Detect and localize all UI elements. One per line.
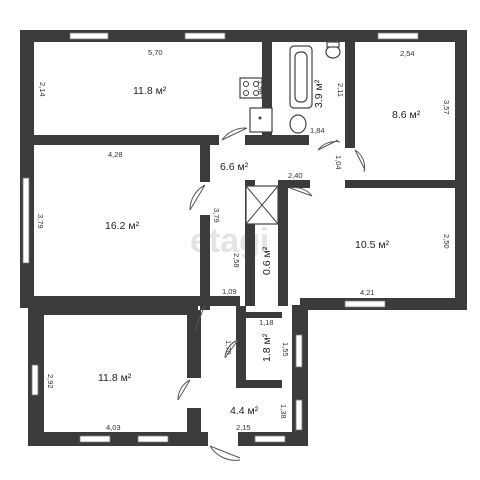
doors [177, 127, 366, 461]
dim-label: 5,70 [148, 48, 163, 57]
dim-label: 1,18 [259, 318, 274, 327]
room-top-right-area: 8.6 м² [392, 109, 421, 121]
dim-label: 4,28 [108, 150, 123, 159]
dim-label: 1,84 [310, 126, 325, 135]
windows [22, 32, 419, 443]
stove-icon [239, 77, 263, 99]
dim-label: 3,79 [212, 208, 221, 223]
room-bottom-left-area: 11.8 м² [98, 372, 132, 384]
window-top-2 [184, 32, 226, 40]
dim-label: 2,92 [46, 374, 55, 389]
window-small-room [295, 334, 303, 368]
room-labels: 11.8 м² 3.9 м² 8.6 м² 6.6 м² 16.2 м² 0.6… [98, 79, 421, 417]
dim-label: 2,58 [232, 253, 241, 268]
room-hall-area: 6.6 м² [220, 161, 249, 173]
dim-label: 1,09 [222, 287, 237, 296]
dim-label: 4,03 [106, 423, 121, 432]
dim-label: 4,21 [360, 288, 375, 297]
window-bottom-2 [137, 435, 169, 443]
dim-label: 1,70 [224, 340, 233, 355]
dim-label: 2,54 [400, 49, 415, 58]
window-bottom-1 [79, 435, 111, 443]
room-entry-area: 4.4 м² [230, 405, 259, 417]
dimension-labels: 5,70 1,56 2,14 2,11 2,54 3,57 1,84 4,28 … [36, 48, 451, 432]
window-bottom-right [344, 300, 386, 308]
room-small-area: 1.8 м² [261, 333, 273, 362]
window-bottom-3 [254, 435, 286, 443]
window-top-1 [69, 32, 109, 40]
window-left-1 [22, 177, 30, 264]
toilet-icon [325, 45, 341, 59]
window-top-3 [377, 32, 419, 40]
dim-label: 1,04 [334, 155, 343, 170]
dim-label: 2,40 [288, 171, 303, 180]
dim-label: 1,55 [281, 342, 290, 357]
kitchen-sink-icon [249, 107, 273, 133]
dim-label: 1,56 [256, 80, 265, 95]
dim-label: 3,79 [36, 214, 45, 229]
dim-label: 3,57 [442, 100, 451, 115]
room-right-area: 10.5 м² [355, 239, 390, 251]
window-entry [295, 399, 303, 431]
dim-label: 2,14 [38, 82, 47, 97]
window-left-2 [31, 364, 39, 396]
sink-icon [289, 114, 307, 134]
room-top-left-area: 11.8 м² [133, 85, 167, 97]
dim-label: 1,38 [279, 404, 288, 419]
dim-label: 2,50 [442, 234, 451, 249]
fixtures [239, 41, 341, 225]
dim-label: 2,11 [336, 83, 345, 97]
room-left-area: 16.2 м² [105, 220, 140, 232]
interior-walls [34, 40, 465, 388]
room-bath-area: 3.9 м² [313, 79, 325, 108]
room-closet-area: 0.6 м² [261, 246, 273, 275]
dim-label: 2,15 [236, 423, 251, 432]
